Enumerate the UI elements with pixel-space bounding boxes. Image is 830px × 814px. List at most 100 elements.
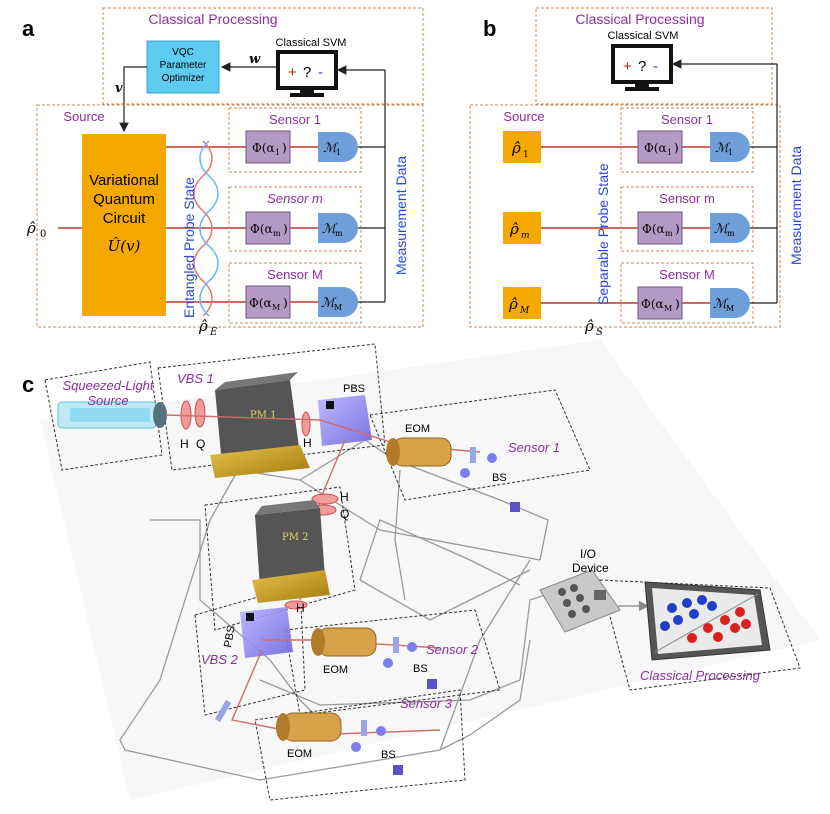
pm1-modulator [210,372,310,478]
q-label-1: Q [196,437,205,451]
meas-a-m: ℳ [322,222,338,237]
phi-close-b-m: ) [675,222,680,236]
meas-b-m: ℳ [714,222,730,237]
classical-processing-frame [102,7,424,105]
svm-minus: - [318,64,323,81]
monitor-icon [276,50,338,97]
phi-sub-a-1: 1 [275,148,280,157]
meas-sub-a-M: M [334,303,342,312]
eom3-label: EOM [287,748,312,760]
bs1-optics [460,447,520,512]
bs3-label: BS [381,749,396,761]
pm1-label: PM 1 [250,410,277,421]
phi-a-m: Φ(α [250,222,273,236]
phi-sub-b-m: m [665,229,673,238]
rho-box-b-1 [503,131,541,163]
phi-close-a-m: ) [283,222,288,236]
separable-lines [541,146,638,304]
v-label: v [115,81,123,96]
waveplate-h3 [311,493,339,505]
classical-processing-label-b: Classical Processing [575,11,704,27]
vqc-optimizer-box [146,40,220,94]
rho-b-m: ρ̂ [509,220,519,238]
meas-sub-a-1: 1 [336,148,341,157]
sensor-a-m-title: Sensor m [267,191,323,206]
h-label-3: H [340,490,349,504]
meas-b-M: ℳ [713,297,729,312]
meas-b-1: ℳ [715,141,731,156]
sensor-frame-b-1 [620,107,754,173]
meas-a-M: ℳ [321,296,337,311]
eom2 [311,627,377,657]
panel-c-letter: c [22,372,34,397]
panel-a-letter: a [22,16,35,41]
bs2-optics [383,637,437,689]
h-label-1: H [180,437,189,451]
measurement-data-label-b: Measurement Data [788,146,804,265]
sensor2-label: Sensor 2 [426,642,479,657]
rho-sub-b-M: M [519,306,530,316]
sensor-frame-b-M [620,262,754,324]
rho-box-b-M [503,287,541,319]
rho0-sub: 0 [40,229,46,240]
pm2-label: PM 2 [282,532,309,543]
separable-probe-label: Separable Probe State [595,163,611,305]
phi-box-b-m [637,211,683,245]
rhoE-label: ρ̂ [198,317,208,335]
bs2-label: BS [413,663,428,675]
component-frames [44,343,801,801]
sensor3-label: Sensor 3 [400,696,453,711]
meas-icon-b-1 [710,132,750,162]
meas-a-1: ℳ [323,141,339,156]
phi-box-a-M [245,285,291,319]
circuit-line1: Variational [89,172,159,189]
phi-b-1: Φ(α [644,141,667,155]
sensor-a-1-title: Sensor 1 [269,112,321,127]
sensor1-label: Sensor 1 [508,440,560,455]
phi-sub-b-M: M [664,304,672,313]
meas-icon-b-m [710,213,750,243]
measurement-feedback-a [336,65,386,303]
sensor-b-1-title: Sensor 1 [661,112,713,127]
squeezed-label-1: Squeezed-Light [62,378,154,393]
svm-question-b: ? [638,58,646,75]
panel-b-letter: b [483,16,496,41]
svm-minus-b: - [653,58,658,75]
io-device [539,569,621,633]
classification-screen [644,581,771,661]
mirror [214,699,232,723]
eom1-label: EOM [405,423,430,435]
phi-box-a-m [245,211,291,245]
meas-icon-a-1 [318,132,358,162]
meas-sub-b-M: M [726,304,734,313]
q-label-3: Q [340,507,349,521]
phi-a-1: Φ(α [252,141,275,155]
optimizer-line3: Optimizer [162,73,205,84]
phi-box-b-1 [637,130,683,164]
phi-close-b-M: ) [675,297,680,311]
phi-b-m: Φ(α [642,222,665,236]
io-label-2: Device [572,561,609,575]
meas-icon-b-M [710,288,750,318]
eom3 [276,712,342,742]
meas-sub-b-1: 1 [728,148,733,157]
classical-processing-label: Classical Processing [148,11,277,27]
classical-processing-label-c: Classical Processing [640,668,761,683]
source-label-b: Source [503,109,544,124]
sensor-a-M-title: Sensor M [267,267,323,282]
rho-box-b-m [503,212,541,244]
source-frame [36,104,424,328]
meas-icon-a-m [318,213,358,243]
meas-sub-b-m: m [727,229,735,238]
sensor-frame-a-M [228,262,362,324]
sensor-b-m-title: Sensor m [659,191,715,206]
vbs1-label: VBS 1 [177,371,214,386]
phi-close-a-M: ) [283,296,288,310]
bs1-label: BS [492,472,507,484]
entangled-probe-label: Entangled Probe State [181,177,197,318]
source-label: Source [63,109,104,124]
eom1 [386,437,452,467]
optimizer-line1: VQC [172,47,194,58]
classical-svm-label: Classical SVM [276,37,347,49]
